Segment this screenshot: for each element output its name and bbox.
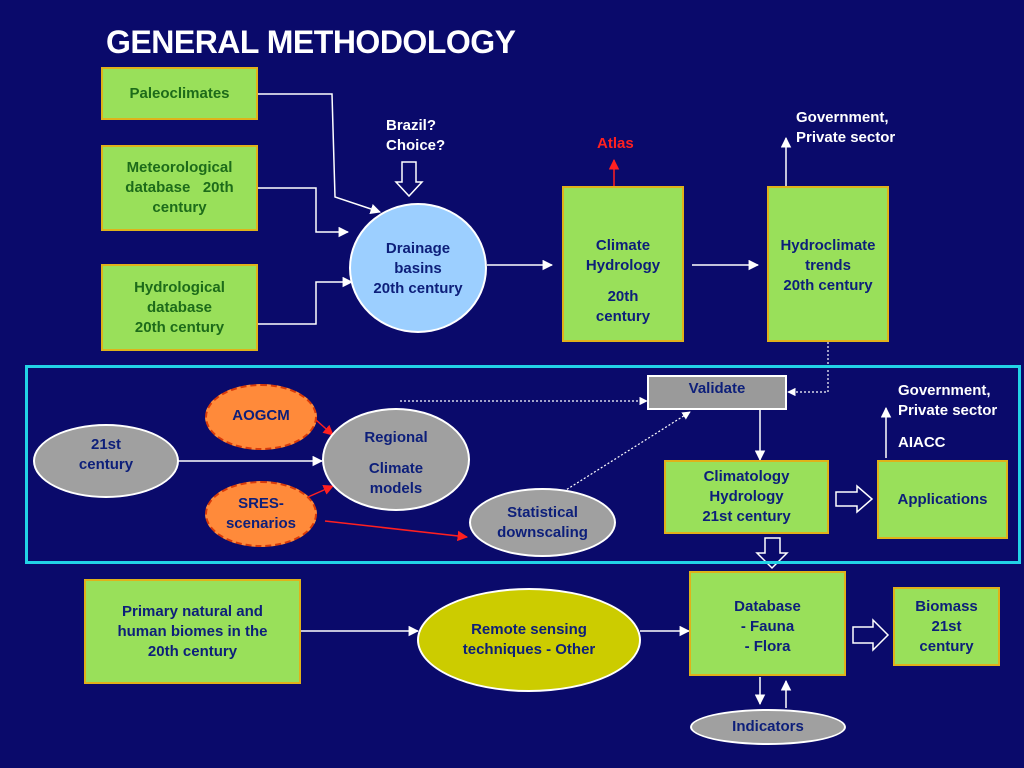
statistical-line1: Statistical [507,503,578,521]
climate-hydrology-line3: 20th [607,288,639,305]
drainage-line1: Drainage [385,240,451,257]
biomass-line3: century [919,637,974,655]
meteorological-database-box: Meteorological database 20th century [101,145,258,231]
hydroclimate-line2: trends [805,257,851,274]
indicators-label: Indicators [732,718,804,735]
choice-hollow-arrow [394,161,424,198]
climatology-to-database-hollow-arrow [755,537,789,570]
meteorological-line1: Meteorological [126,159,233,176]
brazil-line1: Brazil? [386,117,437,134]
statistical-line2: downscaling [497,523,588,541]
regional-climate-models-oval: Regional Climate models [322,408,470,511]
aiacc-label: AIACC [898,434,946,451]
climatology-line1: Climatology [703,468,790,485]
remote-line2: techniques - Other [462,641,596,658]
hydroclimate-trends-box: Hydroclimate trends 20th century [767,186,889,342]
hydrological-line1: Hydrological [134,278,225,296]
hydro-to-drainage-arrow [257,276,354,325]
drainage-line2: basins [394,260,442,277]
primary-biomes-box: Primary natural and human biomes in the … [84,579,301,684]
database-line3: - Flora [744,638,791,655]
climate-hydrology-box: Climate Hydrology 20th century [562,186,684,342]
hydroclimate-line3: 20th century [783,277,873,294]
biomass-line1: Biomass [915,597,978,615]
scenario-frame [25,365,1021,564]
paleo-to-drainage-arrow [257,93,381,214]
applications-box: Applications [877,460,1008,539]
climate-hydrology-line2: Hydrology [585,257,661,274]
hydrological-line2: database [146,298,213,316]
hydroclimate-line1: Hydroclimate [780,237,876,254]
applications-label: Applications [897,490,988,508]
meteorological-line2: database 20th [125,179,234,196]
government-top-label: Government, Private sector [796,108,895,148]
page-title: GENERAL METHODOLOGY [106,24,516,60]
regional-line1: Regional [364,429,428,446]
database-line2: - Fauna [740,618,795,635]
remote-sensing-oval: Remote sensing techniques - Other [417,588,641,692]
sres-to-statistical-arrow [324,520,469,542]
sres-line2: scenarios [225,515,297,532]
indicators-oval: Indicators [690,709,846,745]
climatology-line3: 21st century [702,508,791,525]
meteorological-line3: century [152,199,207,216]
sres-to-regional-arrow [307,485,334,498]
regional-line2: Climate [368,460,424,477]
government-top-line2: Private sector [796,129,896,146]
primary-line2: human biomes in the [117,622,268,640]
century21-oval: 21st century [33,424,179,498]
statistical-to-validate-dotted [549,411,691,501]
remote-line1: Remote sensing [471,621,587,638]
primary-line3: 20th century [147,642,238,660]
regional-line3: models [369,480,423,497]
century21-line1: 21st [90,436,122,453]
database-to-biomass-hollow-arrow [852,618,890,652]
climate-hydrology-line4: century [595,308,651,325]
government-mid-label: Government, Private sector [898,381,997,421]
atlas-label: Atlas [597,135,634,152]
drainage-basins-oval: Drainage basins 20th century [349,203,487,333]
biomass-box: Biomass 21st century [893,587,1000,666]
brazil-line2: Choice? [386,137,446,154]
hydrological-database-box: Hydrological database 20th century [101,264,258,351]
biomass-line2: 21st [931,617,962,635]
validate-box: Validate [647,375,787,410]
climatology-hydrology-box: Climatology Hydrology 21st century [664,460,829,534]
century21-line2: century [78,456,134,473]
aogcm-oval: AOGCM [205,384,317,450]
paleoclimates-box: Paleoclimates [101,67,258,120]
hydroclimate-to-validate-dotted [787,342,829,397]
database-line1: Database [734,598,801,615]
government-mid-line1: Government, [898,382,991,399]
aogcm-label: AOGCM [232,407,290,424]
meteo-to-drainage-arrow [257,187,350,238]
paleoclimates-label: Paleoclimates [129,84,230,102]
brazil-choice-label: Brazil? Choice? [386,116,445,156]
hydrological-line3: 20th century [134,318,225,336]
drainage-line3: 20th century [373,280,463,297]
database-fauna-flora-box: Database - Fauna - Flora [689,571,846,676]
climate-hydrology-line1: Climate [595,237,651,254]
sres-scenarios-oval: SRES- scenarios [205,481,317,547]
sres-line1: SRES- [238,495,284,512]
government-top-line1: Government, [796,109,889,126]
statistical-downscaling-oval: Statistical downscaling [469,488,616,557]
aogcm-to-regional-arrow [315,419,334,436]
primary-line1: Primary natural and [122,602,263,620]
climatology-to-applications-hollow-arrow [835,484,874,514]
climatology-line2: Hydrology [709,488,784,505]
government-mid-line2: Private sector [898,402,998,419]
